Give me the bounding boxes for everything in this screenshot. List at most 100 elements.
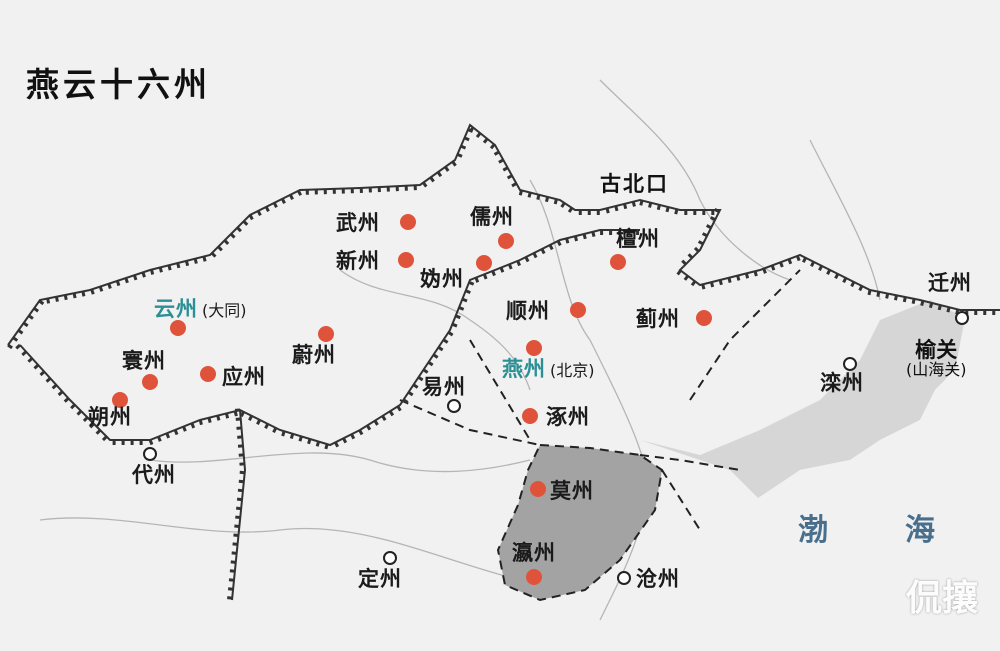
wall-crenel bbox=[436, 171, 443, 178]
wall-crenel bbox=[532, 252, 538, 259]
wall-crenel bbox=[412, 383, 419, 389]
wall-crenel bbox=[281, 430, 286, 437]
wall-crenel bbox=[437, 346, 444, 352]
wall-crenel bbox=[17, 329, 24, 335]
wall-crenel bbox=[57, 390, 64, 397]
wall-crenel bbox=[455, 314, 461, 320]
wall-crenel bbox=[207, 417, 212, 423]
wall-crenel bbox=[280, 198, 286, 204]
wall-crenel bbox=[591, 231, 596, 238]
label-mozhou: 莫州 bbox=[550, 478, 594, 503]
wall-crenel bbox=[307, 438, 312, 445]
wall-crenel bbox=[648, 202, 653, 208]
wall-crenel bbox=[202, 256, 207, 262]
wall-crenel bbox=[190, 422, 196, 429]
wall-crenel bbox=[248, 415, 253, 421]
bohai-sea-area bbox=[730, 360, 1000, 651]
wall-crenel bbox=[556, 240, 562, 247]
great-wall-crenels bbox=[7, 126, 996, 600]
wall-crenel bbox=[157, 436, 162, 442]
wall-crenel bbox=[358, 429, 364, 436]
wall-crenel bbox=[236, 226, 242, 233]
wall-crenel bbox=[432, 353, 439, 359]
ceded-prefecture-dot bbox=[522, 408, 538, 424]
ceded-prefecture-dot bbox=[200, 366, 216, 382]
wall-crenel bbox=[736, 275, 741, 281]
wall-crenel bbox=[54, 296, 59, 302]
wall-crenel bbox=[697, 240, 704, 246]
label-ruzhou: 儒州 bbox=[470, 204, 514, 229]
wall-crenel bbox=[639, 200, 644, 206]
wall-crenel bbox=[240, 411, 245, 417]
wall-crenel bbox=[70, 403, 76, 410]
pass-label-gubeikou: 古北口 bbox=[600, 171, 669, 196]
wall-crenel bbox=[447, 331, 454, 337]
wall-crenel bbox=[489, 143, 496, 150]
wall-crenel bbox=[217, 245, 223, 252]
wall-crenel bbox=[693, 246, 700, 253]
label-shunzhou: 顺州 bbox=[506, 298, 550, 323]
prefecture-markers bbox=[112, 214, 969, 585]
wall-crenel bbox=[687, 253, 694, 259]
wall-crenel bbox=[107, 283, 112, 289]
wall-crenel bbox=[465, 289, 471, 295]
wall-crenel bbox=[858, 285, 864, 292]
wall-crenel bbox=[727, 277, 732, 283]
wall-crenel bbox=[920, 300, 925, 306]
wall-crenel bbox=[573, 235, 579, 242]
wall-crenel bbox=[553, 198, 558, 205]
wall-crenel bbox=[690, 280, 697, 287]
wall-crenel bbox=[422, 368, 429, 374]
wall-crenel bbox=[45, 377, 52, 383]
label-shuozhou: 朔州 bbox=[88, 404, 132, 429]
ceded-prefecture-dot bbox=[476, 255, 492, 271]
wall-crenel bbox=[158, 267, 163, 273]
wall-crenel bbox=[463, 136, 470, 142]
wall-crenel bbox=[407, 390, 414, 397]
wall-crenel bbox=[911, 298, 916, 305]
border-lines bbox=[399, 269, 801, 531]
wall-crenel bbox=[744, 273, 750, 279]
ceded-prefecture-dot bbox=[610, 254, 626, 270]
wall-crenel bbox=[417, 375, 424, 382]
ceded-prefecture-dot bbox=[530, 481, 546, 497]
wall-crenel bbox=[98, 286, 104, 292]
wall-crenel bbox=[506, 174, 513, 180]
wall-crenel bbox=[51, 383, 58, 390]
wall-crenel bbox=[536, 194, 541, 200]
wall-crenel bbox=[315, 441, 321, 447]
wall-crenel bbox=[63, 294, 68, 301]
wall-crenel bbox=[665, 206, 670, 213]
wall-crenel bbox=[516, 260, 521, 267]
wall-crenel bbox=[21, 350, 28, 357]
wall-crenel bbox=[272, 427, 278, 434]
city-marker bbox=[143, 447, 157, 461]
wall-crenel bbox=[511, 182, 518, 188]
wall-crenel bbox=[150, 269, 155, 275]
wall-crenel bbox=[402, 398, 409, 404]
wall-crenel bbox=[701, 232, 708, 238]
wall-crenel bbox=[826, 269, 832, 276]
wall-crenel bbox=[429, 176, 435, 183]
wall-crenel bbox=[89, 422, 95, 429]
wall-crenel bbox=[272, 202, 278, 209]
ceded-prefecture-dot bbox=[570, 302, 586, 318]
wall-crenel bbox=[182, 426, 187, 432]
wall-crenel bbox=[710, 216, 716, 222]
wall-crenel bbox=[491, 270, 496, 277]
wall-crenel bbox=[545, 196, 550, 203]
wall-crenel bbox=[458, 306, 465, 311]
wall-crenel bbox=[82, 416, 89, 423]
wall-crenel bbox=[818, 265, 824, 271]
wall-crenel bbox=[46, 298, 51, 304]
city-marker bbox=[447, 399, 461, 413]
wall-crenel bbox=[342, 437, 348, 444]
wall-crenel bbox=[527, 192, 532, 198]
wall-crenel bbox=[524, 256, 530, 263]
wall-crenel bbox=[701, 283, 706, 290]
wall-crenel bbox=[937, 304, 942, 311]
wall-crenel bbox=[676, 269, 682, 276]
wall-crenel bbox=[567, 207, 574, 213]
wall-crenel bbox=[373, 419, 379, 426]
